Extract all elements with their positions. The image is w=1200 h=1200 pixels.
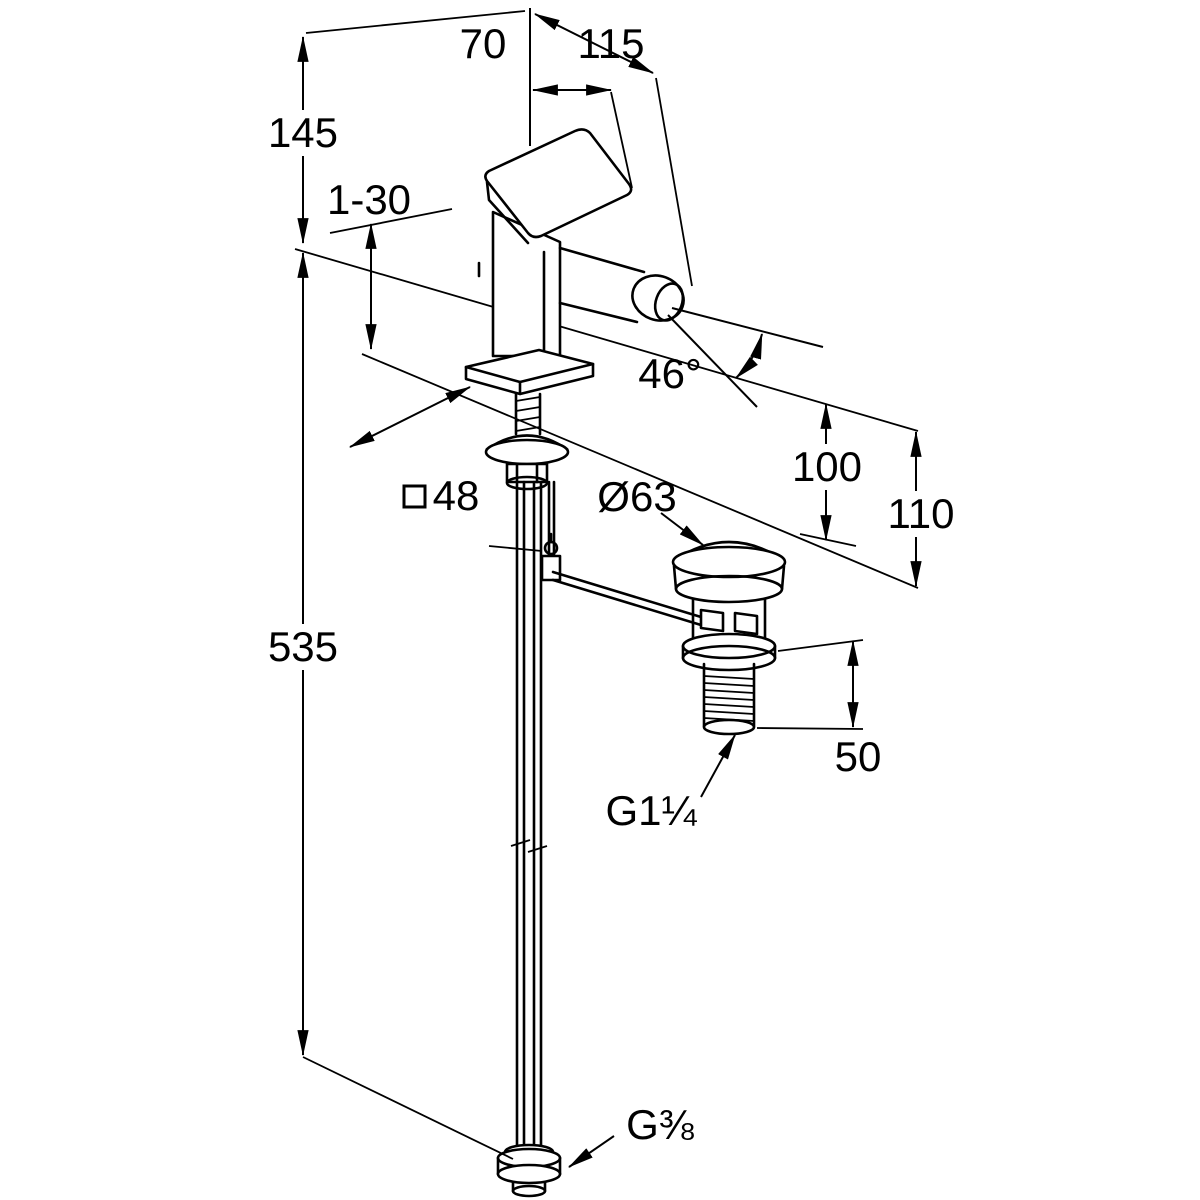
hose-break-mark: [510, 839, 548, 853]
lift-rod: [551, 570, 703, 627]
hose-lines: [515, 480, 543, 1152]
base-plate-sides: [464, 362, 595, 396]
spout-top-edge: [558, 246, 646, 274]
dim-label-1-30: 1-30: [327, 176, 411, 223]
spout-aerator-face: [653, 282, 685, 322]
fitting-nut-bottom: [496, 1163, 562, 1185]
ext-line-115-spout: [655, 77, 693, 287]
faucet-spout: [558, 246, 685, 324]
supply-hoses: [510, 480, 548, 1152]
drain-slot-right: [733, 611, 759, 636]
dim-label-46deg: 46°: [638, 350, 702, 397]
dim-label-cap-diameter: Ø63: [597, 473, 676, 520]
label-bg-535: [261, 624, 345, 670]
square-symbol: [402, 484, 427, 509]
drain-flange: [681, 632, 777, 672]
ext-line-50-top: [777, 639, 864, 652]
hose-end-fitting: [496, 1143, 562, 1198]
drain-slot-left: [699, 608, 725, 633]
dim-label-115: 115: [578, 20, 645, 67]
dim-label-535: 535: [268, 623, 338, 670]
dim-line-48: [349, 386, 471, 448]
shank-threads: [515, 396, 541, 432]
rod-vertical: [547, 480, 556, 558]
ext-line-1-30-top: [329, 208, 453, 234]
dim-line-115: [534, 13, 654, 74]
ext-line-535-bottom: [302, 1056, 514, 1160]
drain-tailpiece: [702, 662, 756, 736]
dimension-labels: 70 115 145 1-30 46° 100 110 48 Ø63 535 5…: [261, 20, 963, 1148]
dim-label-50: 50: [835, 733, 882, 780]
spout-angle-ray-lower: [667, 314, 758, 408]
cap-rim: [671, 545, 787, 579]
ext-line-50-bottom: [756, 727, 864, 730]
faucet-handle: [484, 128, 633, 245]
tailpiece-threads: [703, 675, 755, 722]
dim-label-100: 100: [792, 443, 862, 490]
label-bg-145: [261, 110, 345, 156]
leader-line-cap-diameter: [660, 512, 704, 546]
ext-line-145-top: [305, 10, 526, 34]
base-plate-top: [464, 348, 595, 384]
dim-label-110: 110: [888, 490, 955, 537]
leader-line-waste-thread: [700, 734, 736, 798]
spout-angle-ray-upper: [671, 307, 824, 348]
ext-line-70-right: [610, 91, 633, 189]
deck-plane-line: [294, 248, 919, 432]
label-bg-100: [785, 444, 869, 490]
fitting-tip: [511, 1184, 547, 1198]
mounting-shank: [514, 392, 542, 436]
tailpiece-sides: [702, 662, 756, 728]
faucet: [464, 128, 703, 1198]
flange-bottom: [681, 644, 777, 672]
dim-label-70: 70: [460, 20, 507, 67]
dim-label-48: 48: [433, 472, 480, 519]
dim-label-supply-thread: G⅜: [626, 1101, 695, 1148]
spout-bottom-edge: [558, 301, 639, 324]
dim-label-waste-thread: G1¼: [605, 787, 697, 834]
drain-cap: [671, 540, 787, 604]
pop-up-waste: [671, 540, 787, 736]
rod-clevis: [540, 554, 562, 582]
cap-skirt-bottom: [674, 574, 784, 604]
handle-thickness: [485, 180, 530, 245]
leader-line-supply-thread: [568, 1135, 615, 1168]
neck-sides: [691, 598, 767, 641]
ext-line-100-bottom: [799, 533, 857, 547]
construction-lines: [294, 248, 919, 589]
mounting-nut: [505, 462, 549, 491]
dome-washer: [484, 434, 570, 466]
drain-neck: [691, 598, 767, 641]
faucet-body: [491, 210, 562, 358]
nut-bottom: [505, 475, 549, 491]
spout-angle-arc: [735, 332, 763, 379]
cap-skirt: [672, 564, 786, 591]
tailpiece-bottom: [702, 718, 756, 736]
handle-top-face: [484, 128, 633, 239]
label-bg-110: [879, 491, 963, 537]
base-plate: [464, 348, 595, 396]
washer-ellipse: [484, 438, 570, 466]
dim-label-145: 145: [268, 109, 338, 156]
